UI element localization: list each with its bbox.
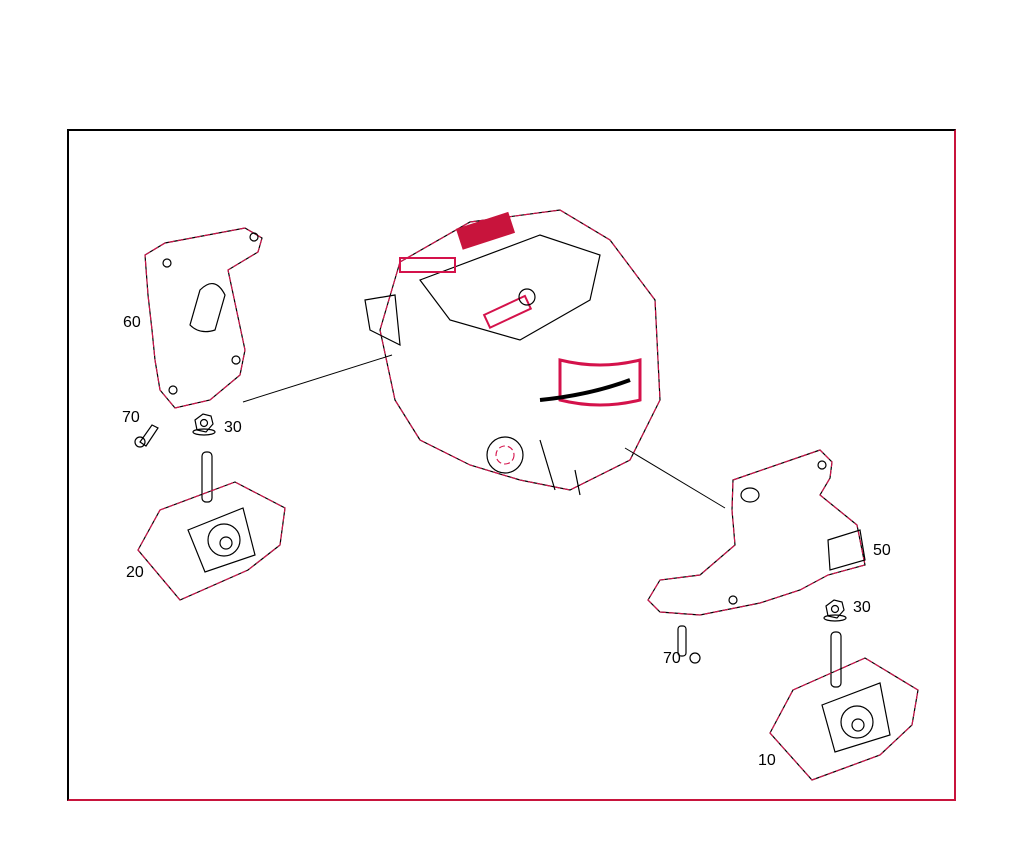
callout-70-left: 70	[122, 409, 140, 426]
diagram-frame	[67, 129, 956, 801]
engine-assembly[interactable]	[364, 209, 661, 496]
callout-10: 10	[758, 752, 776, 769]
nut-left[interactable]	[192, 413, 216, 436]
callout-30-left: 30	[224, 419, 242, 436]
bolt-right[interactable]	[677, 625, 701, 664]
callout-60: 60	[123, 314, 141, 331]
engine-bracket-right[interactable]	[647, 449, 866, 616]
engine-bracket-left[interactable]	[144, 227, 263, 409]
callout-70-right: 70	[663, 650, 681, 667]
callout-30-right: 30	[853, 599, 871, 616]
engine-mount-left[interactable]	[137, 451, 286, 601]
engine-mount-right[interactable]	[769, 631, 919, 781]
bolt-left[interactable]	[134, 424, 159, 448]
nut-right[interactable]	[823, 599, 847, 622]
callout-50: 50	[873, 542, 891, 559]
callout-20: 20	[126, 564, 144, 581]
